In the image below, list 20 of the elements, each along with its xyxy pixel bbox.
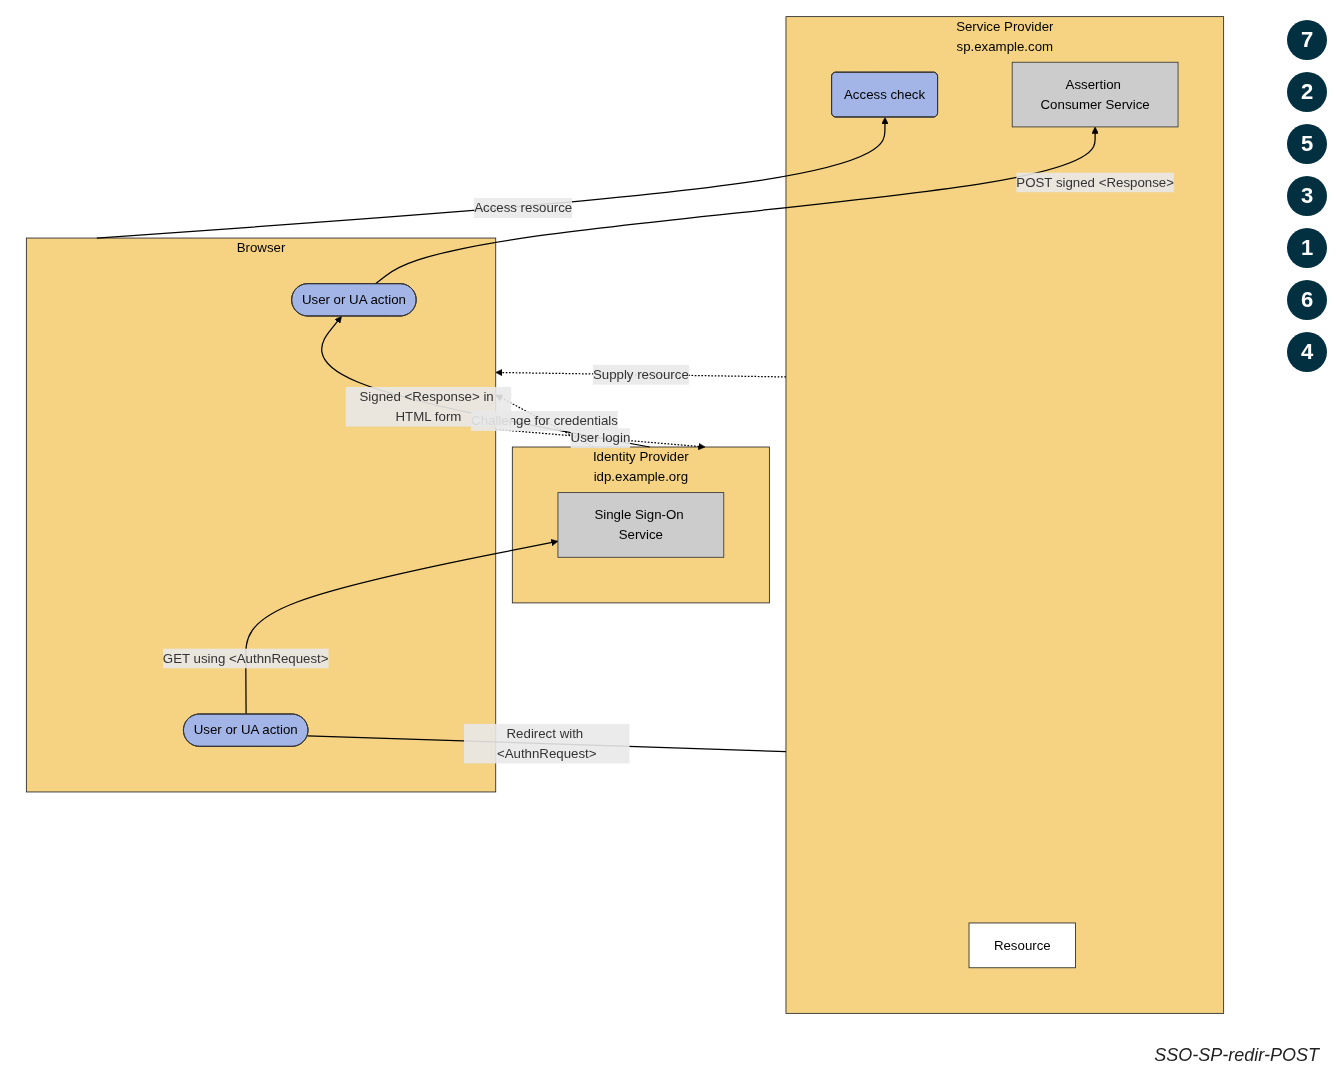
caption: SSO-SP-redir-POST (1154, 1045, 1319, 1066)
edge-label: GET using <AuthnRequest> (162, 650, 329, 666)
callout-number: 7 (1287, 20, 1327, 60)
callout-number: 2 (1287, 72, 1327, 112)
callout-number: 3 (1287, 176, 1327, 216)
edge-label: POST signed <Response> (1016, 175, 1174, 190)
edge-label: Supply resource (592, 367, 689, 382)
arrow (245, 539, 559, 716)
edge-label: Access resource (474, 200, 573, 215)
node-box: Single Sign-On Service (557, 492, 725, 558)
callout-number: 1 (1287, 228, 1327, 268)
callout-number: 6 (1287, 280, 1327, 320)
edge-label: User login (570, 430, 631, 445)
node-box: Resource (968, 922, 1076, 969)
callout-number: 5 (1287, 124, 1327, 164)
callout-number: 4 (1287, 332, 1327, 372)
arrow (96, 117, 889, 239)
node-box: Assertion Consumer Service (1011, 61, 1179, 128)
edge-label: Redirect with <AuthnRequest> (496, 726, 597, 761)
arrow (374, 126, 1099, 285)
